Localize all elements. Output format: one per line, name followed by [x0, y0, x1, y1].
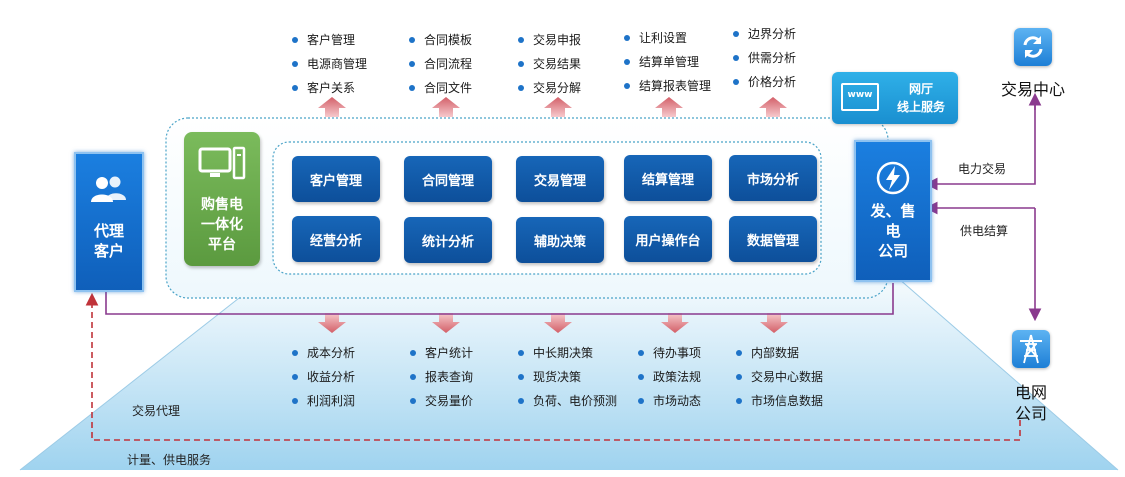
grid-company-line2: 公司	[1014, 404, 1047, 423]
trade-agent-label: 交易代理	[132, 404, 181, 418]
list-item: 收益分析	[292, 365, 355, 389]
module-trade-management[interactable]: 交易管理	[516, 156, 604, 202]
list-item: 内部数据	[736, 341, 823, 365]
grid-company-icon-tile	[1012, 330, 1050, 368]
lightning-icon	[876, 161, 910, 195]
list-item: 报表查询	[410, 365, 473, 389]
list-item: 中长期决策	[518, 341, 617, 365]
list-item: 交易结果	[518, 52, 581, 76]
module-customer-management[interactable]: 客户管理	[292, 156, 380, 202]
list-item: 待办事项	[638, 341, 701, 365]
platform-line3: 平台	[208, 237, 236, 253]
list-item: 交易中心数据	[736, 365, 823, 389]
trading-center-label: 交易中心	[1000, 80, 1065, 99]
list-item: 结算报表管理	[624, 74, 711, 98]
list-item: 结算单管理	[624, 50, 711, 74]
bottom-list-decision: 中长期决策 现货决策 负荷、电价预测	[518, 341, 617, 413]
list-item: 合同流程	[409, 52, 472, 76]
list-item: 供需分析	[733, 46, 796, 70]
power-trade-label: 电力交易	[958, 162, 1007, 176]
list-item: 客户统计	[410, 341, 473, 365]
bottom-list-data: 内部数据 交易中心数据 市场信息数据	[736, 341, 823, 413]
module-data-management[interactable]: 数据管理	[729, 216, 817, 262]
dashed-service-loop	[85, 292, 1021, 441]
module-user-console[interactable]: 用户操作台	[624, 216, 712, 262]
agent-customer-line2: 客户	[93, 242, 124, 260]
list-item: 让利设置	[624, 26, 711, 50]
online-service-box: www 网厅 线上服务	[832, 72, 958, 124]
list-item: 利润利润	[292, 389, 355, 413]
bottom-list-statistics: 客户统计 报表查询 交易量价	[410, 341, 473, 413]
online-service-line1: 网厅	[908, 82, 933, 96]
bottom-list-operation: 成本分析 收益分析 利润利润	[292, 341, 355, 413]
list-item: 现货决策	[518, 365, 617, 389]
power-company-line2: 电	[885, 222, 901, 240]
metering-service-label: 计量、供电服务	[127, 453, 212, 467]
agent-customer-box: 代理 客户	[74, 152, 144, 292]
platform-line1: 购售电	[201, 197, 243, 213]
list-item: 合同文件	[409, 76, 472, 100]
list-item: 交易量价	[410, 389, 473, 413]
module-contract-management[interactable]: 合同管理	[404, 156, 492, 202]
top-list-market: 边界分析 供需分析 价格分析	[733, 22, 796, 94]
platform-box: 购售电 一体化 平台	[184, 132, 260, 266]
list-item: 成本分析	[292, 341, 355, 365]
module-decision-support[interactable]: 辅助决策	[516, 217, 604, 263]
up-arrows	[318, 97, 787, 117]
list-item: 客户关系	[292, 76, 367, 100]
users-icon	[91, 176, 126, 202]
power-company-box: 发、售 电 公司	[854, 140, 932, 282]
trading-center-icon-tile	[1014, 28, 1052, 66]
module-settlement-management[interactable]: 结算管理	[624, 155, 712, 201]
module-operation-analysis[interactable]: 经营分析	[292, 216, 380, 262]
list-item: 电源商管理	[292, 52, 367, 76]
power-company-line1: 发、售	[870, 202, 916, 220]
grid-company-line1: 电网	[1014, 383, 1047, 402]
top-list-customer: 客户管理 电源商管理 客户关系	[292, 28, 367, 100]
browser-icon-text: www	[847, 90, 873, 100]
module-market-analysis[interactable]: 市场分析	[729, 155, 817, 201]
platform-line2: 一体化	[201, 217, 243, 233]
down-arrows	[318, 313, 788, 333]
agent-customer-line1: 代理	[93, 222, 124, 240]
list-item: 交易申报	[518, 28, 581, 52]
computer-icon	[198, 146, 246, 180]
browser-icon: www	[841, 83, 879, 111]
list-item: 交易分解	[518, 76, 581, 100]
bottom-list-console: 待办事项 政策法规 市场动态	[638, 341, 701, 413]
list-item: 市场动态	[638, 389, 701, 413]
supply-settlement-label: 供电结算	[960, 224, 1009, 238]
list-item: 客户管理	[292, 28, 367, 52]
list-item: 市场信息数据	[736, 389, 823, 413]
top-list-trade: 交易申报 交易结果 交易分解	[518, 28, 581, 100]
list-item: 负荷、电价预测	[518, 389, 617, 413]
list-item: 边界分析	[733, 22, 796, 46]
refresh-icon	[1023, 36, 1043, 58]
top-list-contract: 合同模板 合同流程 合同文件	[409, 28, 472, 100]
list-item: 政策法规	[638, 365, 701, 389]
list-item: 合同模板	[409, 28, 472, 52]
list-item: 价格分析	[733, 70, 796, 94]
power-company-line3: 公司	[877, 242, 908, 260]
online-service-line2: 线上服务	[896, 100, 945, 114]
purple-connectors	[105, 92, 1042, 322]
module-statistics-analysis[interactable]: 统计分析	[404, 217, 492, 263]
top-list-settlement: 让利设置 结算单管理 结算报表管理	[624, 26, 711, 98]
power-tower-icon	[1020, 334, 1042, 364]
